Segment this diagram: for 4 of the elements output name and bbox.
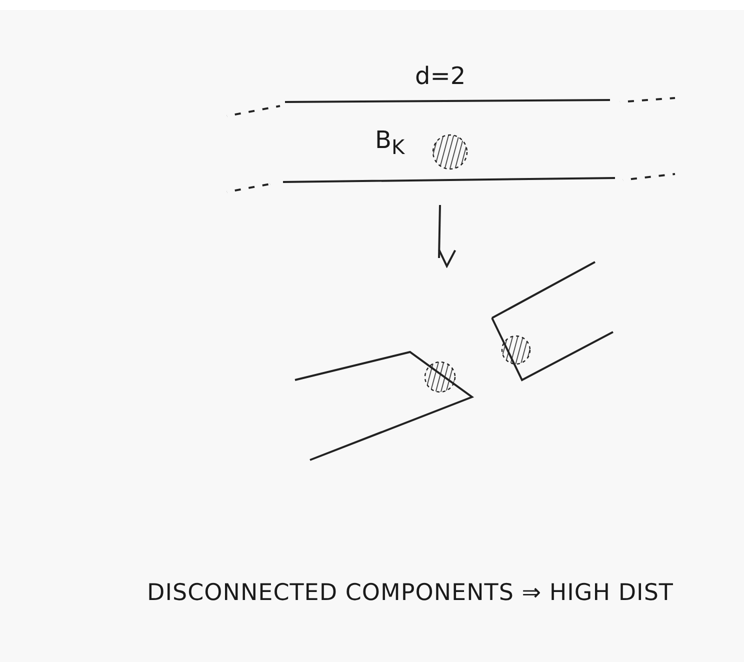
ball-label: B$_{K}$ [375, 126, 405, 159]
conclusion-note: DISCONNECTED COMPONENTS ⇒ HIGH DIST [147, 580, 674, 606]
dimension-label: d=2 [415, 62, 466, 90]
arrow [438, 204, 456, 268]
